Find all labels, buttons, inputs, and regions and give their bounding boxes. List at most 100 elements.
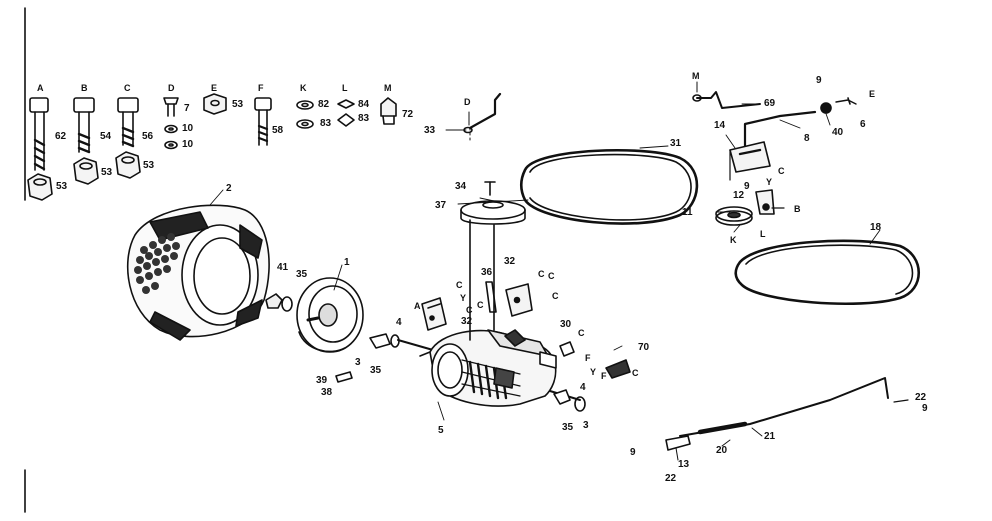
bolt-b [73,97,95,154]
label-number: 83 [320,118,332,129]
label-letter: Y [460,293,467,303]
label-number: 32 [504,256,516,267]
label-number: 22 [665,473,677,484]
label-letter: C [466,305,473,315]
label-letter: C [456,280,463,290]
label-number: 7 [184,103,190,114]
label-number: 53 [101,167,113,178]
label-letter: M [384,83,392,93]
label-number: 35 [296,269,308,280]
label-number: 31 [670,138,682,149]
label-number: 22 [915,392,927,403]
label-number: 34 [455,181,467,192]
label-letter: D [168,83,175,93]
label-letter: L [342,83,348,93]
label-number: 30 [560,319,572,330]
label-number: 4 [396,317,402,328]
washer-k [296,100,314,129]
label-number: 3 [583,420,589,431]
parts-30-70 [553,341,631,412]
label-letter: A [37,83,44,93]
label-number: 39 [316,375,328,386]
label-letter: L [760,229,766,239]
label-letter: C [578,328,585,338]
washer-l [337,99,355,127]
label-letter: M [692,71,700,81]
label-number: 56 [142,131,154,142]
label-letter: C [778,166,785,176]
label-letter: F [258,83,264,93]
lever-assembly [729,141,785,215]
label-number: 18 [870,222,882,233]
label-letter: Y [766,177,773,187]
rod-69 [692,81,761,109]
nut-c [115,151,141,179]
label-number: 10 [182,123,194,134]
label-number: 36 [481,267,493,278]
fastener-34 [484,181,496,196]
label-number: 58 [272,125,284,136]
label-number: 9 [630,447,636,458]
label-number: 2 [226,183,232,194]
pin-d [163,97,179,150]
label-letter: E [869,89,876,99]
wheel-rim [296,277,364,353]
label-number: 14 [714,120,726,131]
nut-b [73,157,99,185]
label-letter: C [632,368,639,378]
label-number: 4 [580,382,586,393]
label-number: 41 [277,262,289,273]
bolt-a [29,97,49,171]
label-number: 82 [318,99,330,110]
label-number: 21 [764,431,776,442]
label-number: 35 [562,422,574,433]
label-number: 6 [860,119,866,130]
label-number: 53 [232,99,244,110]
label-number: 8 [804,133,810,144]
label-number: 5 [438,425,444,436]
label-number: 70 [638,342,650,353]
label-letter: B [81,83,88,93]
label-number: 62 [55,131,67,142]
label-number: 3 [355,357,361,368]
label-letter: C [124,83,131,93]
idler-pulley [715,206,753,226]
bolt-c [117,97,139,148]
label-letter: E [211,83,218,93]
label-number: 83 [358,113,370,124]
label-letter: K [730,235,737,245]
label-number: 1 [344,257,350,268]
leader-lines [209,103,881,447]
label-letter: Y [590,367,597,377]
label-letter: C [552,291,559,301]
label-number: 11 [682,207,693,218]
rod-8 [743,97,857,150]
tire [127,204,270,341]
label-number: 72 [402,109,414,120]
drive-belt-31 [519,149,699,225]
belt-18 [734,239,921,306]
nut-a [27,173,53,201]
label-number: 12 [733,190,745,201]
label-letter: F [585,353,591,363]
transaxle [397,329,581,407]
fitting-m [380,97,397,125]
label-number: 40 [832,127,844,138]
label-number: 33 [424,125,436,136]
label-number: 20 [716,445,728,456]
label-number: 53 [56,181,68,192]
label-number: 9 [816,75,822,86]
label-number: 37 [435,200,447,211]
label-number: 9 [744,181,750,192]
bolt-f [254,97,272,146]
label-letter: D [464,97,471,107]
nut-e [203,93,227,115]
label-number: 69 [764,98,776,109]
label-letter: C [538,269,545,279]
bracket-left [421,297,447,331]
label-number: 38 [321,387,333,398]
label-number: 10 [182,139,194,150]
hub-parts-left [265,293,400,383]
label-letter: K [300,83,307,93]
